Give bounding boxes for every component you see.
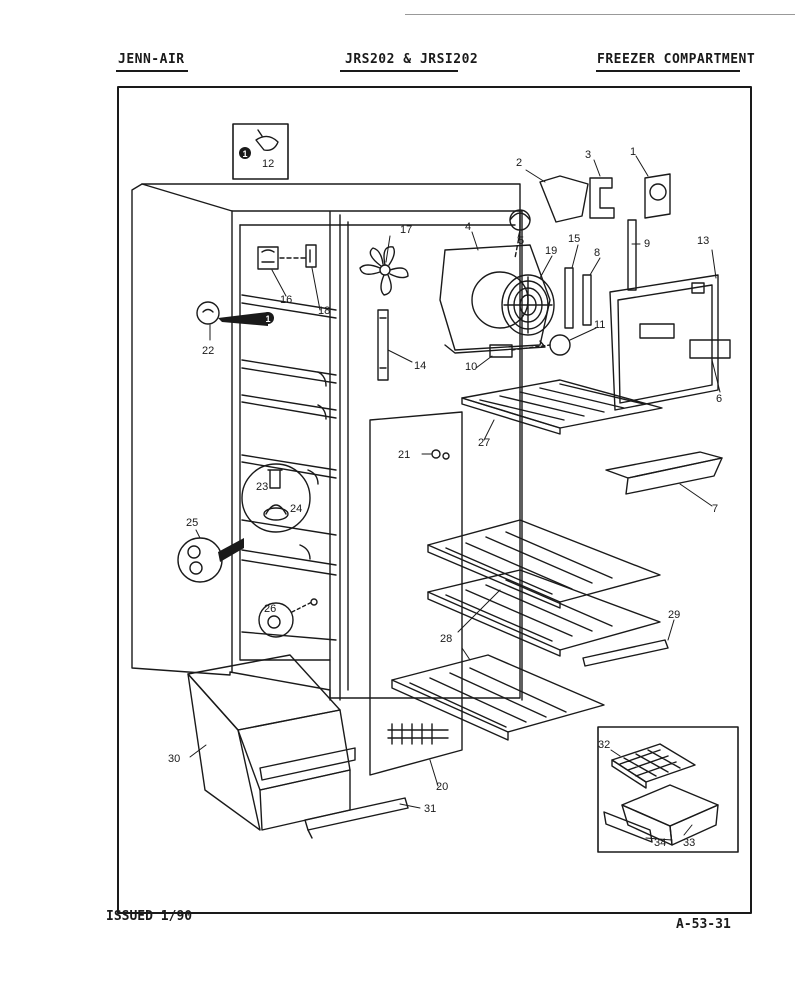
part-15-strip xyxy=(564,267,574,329)
part-7-bin xyxy=(605,451,723,495)
callout-4: 4 xyxy=(465,221,471,233)
part-16-control-housing xyxy=(257,246,279,270)
part-2-bracket xyxy=(539,175,589,223)
part-19-fan-grille xyxy=(501,274,555,336)
part-17-fan-blade xyxy=(359,246,409,296)
part-22-sensor xyxy=(196,301,220,325)
part-14-bracket xyxy=(377,309,389,381)
callout-11: 11 xyxy=(594,319,605,331)
freezer-cabinet xyxy=(131,183,523,701)
part-28-shelf-upper xyxy=(427,519,661,609)
diagram-frame xyxy=(117,86,752,914)
part-1-cap xyxy=(644,173,671,219)
page-code: A-53-31 xyxy=(676,917,731,932)
callout-24: 24 xyxy=(290,503,302,515)
marker-label-22: 1 xyxy=(265,314,270,324)
part-30-basket xyxy=(187,654,356,831)
callout-2: 2 xyxy=(516,157,522,169)
brand-rule xyxy=(116,70,188,72)
callout-27: 27 xyxy=(478,437,490,449)
part-4-evaporator-cover xyxy=(439,244,551,354)
marker-circle-12 xyxy=(239,147,251,159)
part-34-strip xyxy=(603,811,653,843)
callout-8: 8 xyxy=(594,247,600,259)
top-edge-rule xyxy=(405,14,795,15)
part-24-knob xyxy=(263,507,289,521)
leader-lines xyxy=(189,155,721,841)
part-32-ice-tray xyxy=(611,743,696,789)
detail-circle-23-24 xyxy=(241,463,311,533)
callout-14: 14 xyxy=(414,360,426,372)
part-3-bracket xyxy=(589,177,615,219)
callout-34: 34 xyxy=(654,837,666,849)
callout-18: 18 xyxy=(318,305,330,317)
part-29-strip xyxy=(582,639,669,667)
part-22-pointer xyxy=(218,312,268,326)
callout-25: 25 xyxy=(186,517,198,529)
callout-3: 3 xyxy=(585,149,591,161)
part-28-shelf-lower xyxy=(391,654,605,741)
inset-box-12 xyxy=(232,123,289,180)
callout-13: 13 xyxy=(697,235,709,247)
callout-20: 20 xyxy=(436,781,448,793)
detail-circle-25 xyxy=(177,537,223,583)
part-13-back-panel xyxy=(609,274,719,411)
callout-17: 17 xyxy=(400,224,412,236)
inset-box-32-34 xyxy=(597,726,739,853)
callout-26: 26 xyxy=(264,603,276,615)
part-27-shelf xyxy=(461,379,663,435)
marker-label-12: 1 xyxy=(242,149,247,159)
part-10-lamp-socket xyxy=(489,344,513,358)
part-6-panel xyxy=(689,339,731,359)
callout-5: 5 xyxy=(518,235,524,247)
part-12-thermostat-knob xyxy=(255,129,279,152)
part-23-screw xyxy=(267,469,283,489)
issued-date: ISSUED 1/90 xyxy=(106,909,193,924)
callout-6: 6 xyxy=(716,393,722,405)
part-31-strip xyxy=(304,797,409,831)
part-8-strip xyxy=(582,274,592,326)
callout-28: 28 xyxy=(440,633,452,645)
callout-30: 30 xyxy=(168,753,180,765)
callout-21: 21 xyxy=(398,449,410,461)
part-5-fan-motor xyxy=(509,209,531,231)
callout-33: 33 xyxy=(683,837,695,849)
callout-29: 29 xyxy=(668,609,680,621)
callout-1: 1 xyxy=(630,146,636,158)
callout-15: 15 xyxy=(568,233,580,245)
callout-23: 23 xyxy=(256,481,268,493)
callout-16: 16 xyxy=(280,294,292,306)
callout-32: 32 xyxy=(598,739,610,751)
callout-10: 10 xyxy=(465,361,477,373)
callout-9: 9 xyxy=(644,238,650,250)
callout-7: 7 xyxy=(712,503,718,515)
section-title: FREEZER COMPARTMENT xyxy=(597,52,756,67)
callout-12: 12 xyxy=(262,158,274,170)
part-9-strip xyxy=(627,219,637,291)
callout-22: 22 xyxy=(202,345,214,357)
part-20-panel xyxy=(369,411,463,776)
part-28-shelf-middle xyxy=(427,569,661,657)
brand-name: JENN-AIR xyxy=(118,52,185,67)
detail-circle-26 xyxy=(258,602,294,638)
callout-numbers: 1 2 3 4 5 6 7 8 9 10 11 12 13 14 15 16 1… xyxy=(168,146,722,849)
callout-31: 31 xyxy=(424,803,436,815)
part-18-switch xyxy=(305,244,317,268)
part-11-light-bulb xyxy=(549,334,571,356)
models-rule xyxy=(340,70,458,72)
marker-circle-22 xyxy=(262,312,274,324)
part-33-ice-bin xyxy=(621,784,719,846)
section-rule xyxy=(596,70,740,72)
model-numbers: JRS202 & JRSI202 xyxy=(345,52,479,67)
callout-19: 19 xyxy=(545,245,557,257)
